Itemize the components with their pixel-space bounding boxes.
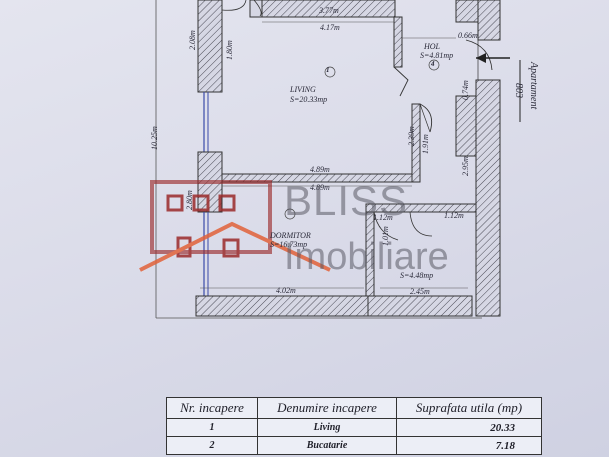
watermark-imobiliare: Imobiliare (284, 236, 449, 278)
dim-label: 2.45m (410, 287, 430, 296)
door-kitchen (373, 211, 399, 241)
apartment-label: Apartament (528, 62, 539, 110)
table-header: Nr. incapere (166, 397, 258, 419)
bliss-logo-icon (139, 180, 331, 272)
dim-label: 3.77m (319, 6, 339, 15)
door-living (393, 66, 409, 97)
room-name-hol: HOL (424, 42, 441, 51)
table-header: Suprafata utila (mp) (396, 397, 542, 419)
table-header-row: Nr. incapere Denumire incapere Suprafata… (166, 397, 542, 419)
table-cell: 2 (166, 436, 258, 455)
dim-label: 2.80m (185, 190, 194, 210)
room-area-hol: S=4.81mp (420, 51, 454, 60)
room-area-kitchen: S=4.48mp (400, 271, 434, 280)
table-row: 1 Living 20.33 (166, 418, 542, 437)
dim-label: 1.80m (225, 40, 234, 60)
table-header: Denumire incapere (257, 397, 397, 419)
wall-right-upper (477, 0, 501, 41)
table-cell: Bucatarie (257, 436, 397, 455)
wall-interior (393, 16, 403, 68)
dim-label: 4.89m (310, 183, 330, 192)
dim-label: 4.02m (276, 286, 296, 295)
dim-label: 4.89m (310, 165, 330, 174)
rooms-table: Nr. incapere Denumire incapere Suprafata… (166, 397, 542, 455)
dim-label: 2.08m (188, 30, 197, 50)
dim-label: 0.66m (458, 31, 478, 40)
dim-label: 0.74m (461, 80, 470, 100)
dim-label: 10.25m (150, 126, 159, 150)
dim-label: 1.12m (444, 211, 464, 220)
entrance-door (465, 39, 493, 71)
table-cell: 1 (166, 418, 258, 437)
room-name-dormitor: DORMITOR (270, 231, 311, 240)
room-number: 4 (431, 60, 435, 68)
room-area-living: S=20.33mp (290, 95, 328, 104)
watermark-bliss: BLISS (284, 177, 409, 224)
table-cell: 20.33 (396, 418, 542, 437)
table-cell: Living (257, 418, 397, 437)
table-row: 2 Bucatarie 7.18 (166, 436, 542, 455)
room-name-living: LIVING (290, 85, 316, 94)
dim-label: 1.91m (421, 134, 430, 154)
dim-label: 2.95m (461, 156, 470, 176)
wall-bottom (195, 295, 369, 317)
dim-label: 2.39m (407, 126, 416, 146)
wall-left-upper (197, 0, 223, 93)
room-number: 1 (326, 66, 330, 74)
wall-right-lower (475, 79, 501, 317)
room-area-dormitor: S=16.73mp (270, 240, 308, 249)
table-cell: 7.18 (396, 436, 542, 455)
dim-label: 4.17m (320, 23, 340, 32)
apartment-number: 803 (513, 83, 524, 98)
dim-label: 1.12m (373, 213, 393, 222)
